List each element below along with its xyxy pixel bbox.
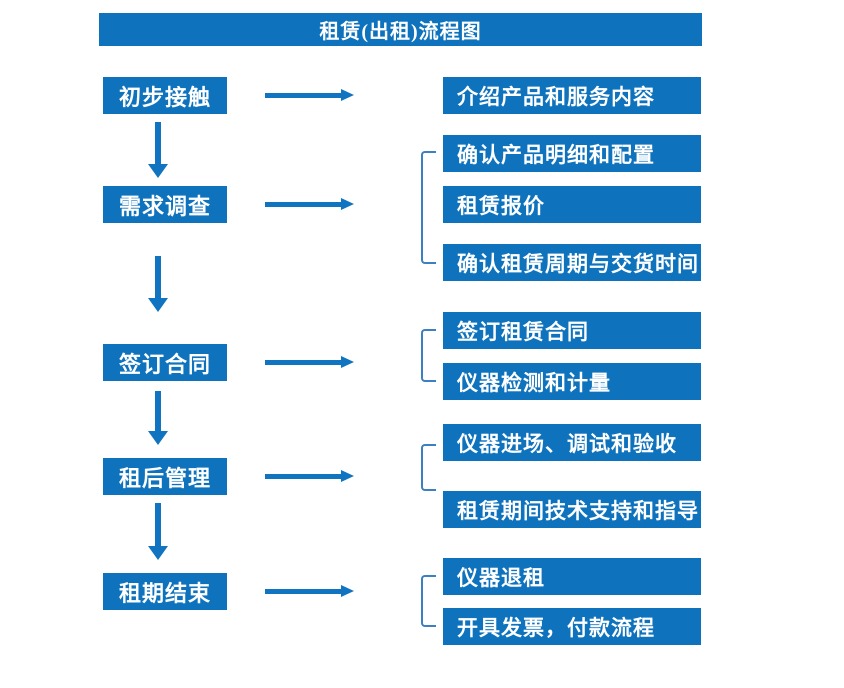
arrow-right-icon	[265, 585, 354, 598]
step-box-post-rental-management: 租后管理	[103, 458, 227, 495]
output-box: 确认租赁周期与交货时间	[443, 244, 701, 281]
arrow-down-icon	[148, 391, 168, 445]
step-box-rental-end: 租期结束	[103, 573, 227, 610]
arrow-right-icon	[265, 470, 354, 483]
output-box: 开具发票，付款流程	[443, 608, 701, 645]
arrow-right-icon	[265, 198, 354, 211]
arrow-down-icon	[148, 256, 168, 312]
output-box: 仪器进场、调试和验收	[443, 424, 701, 461]
step-box-initial-contact: 初步接触	[103, 77, 227, 114]
output-box: 仪器退租	[443, 558, 701, 595]
output-box: 确认产品明细和配置	[443, 135, 701, 172]
output-box: 仪器检测和计量	[443, 363, 701, 400]
group-bracket	[421, 444, 436, 491]
arrow-right-icon	[265, 89, 354, 102]
group-bracket	[421, 151, 436, 264]
output-box: 签订租赁合同	[443, 312, 701, 349]
step-box-demand-survey: 需求调查	[103, 186, 227, 223]
group-bracket	[421, 575, 436, 627]
group-bracket	[421, 329, 436, 382]
step-box-sign-contract: 签订合同	[103, 344, 227, 381]
arrow-down-icon	[148, 503, 168, 560]
output-box: 租赁期间技术支持和指导	[443, 491, 701, 528]
output-box: 租赁报价	[443, 186, 701, 223]
arrow-right-icon	[265, 356, 354, 369]
flowchart-title: 租赁(出租)流程图	[99, 13, 702, 46]
arrow-down-icon	[148, 122, 168, 178]
output-box: 介绍产品和服务内容	[443, 77, 701, 114]
